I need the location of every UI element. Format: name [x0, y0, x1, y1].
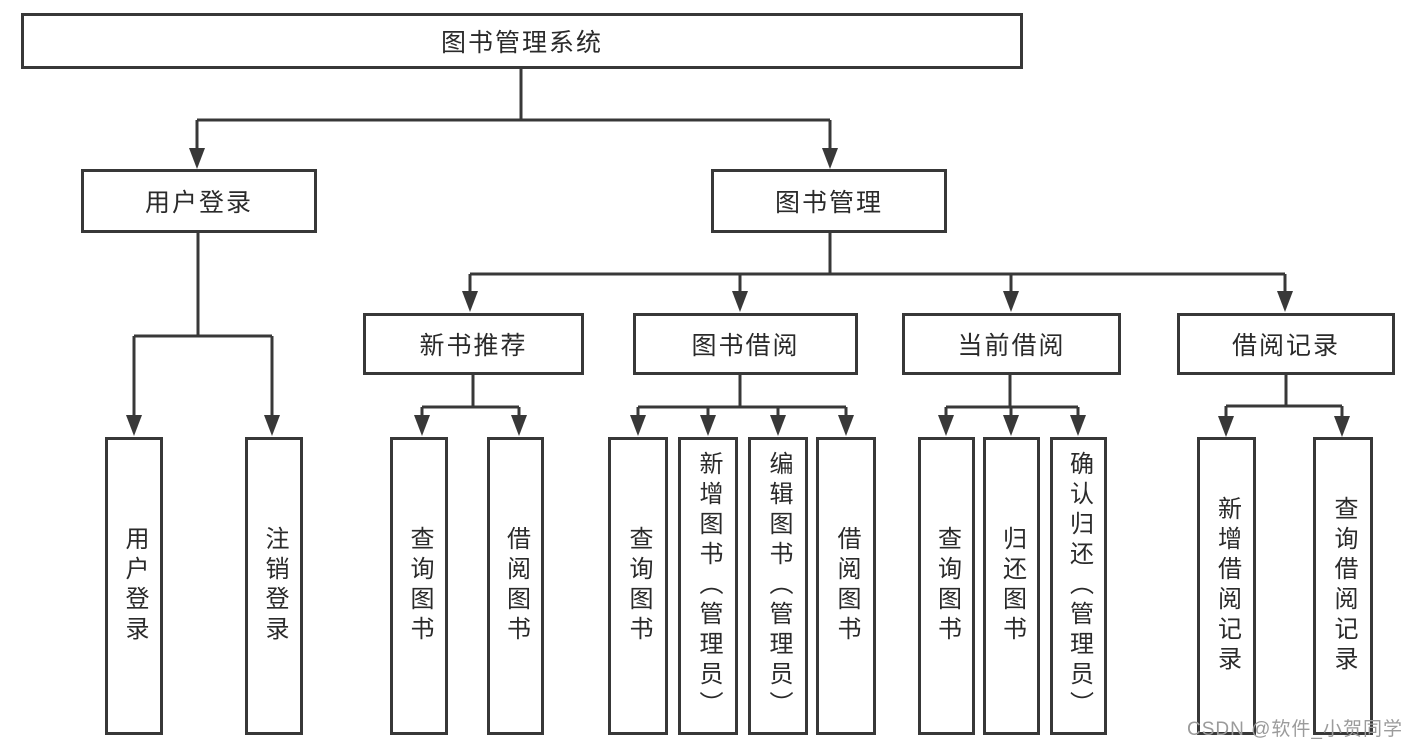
node-user-login-leaf: 用户登录	[105, 437, 163, 735]
node-query-books-borrow: 查询图书	[608, 437, 668, 735]
node-borrow-books-recommend: 借阅图书	[487, 437, 544, 735]
node-borrow-records: 借阅记录	[1177, 313, 1395, 375]
node-current-borrow: 当前借阅	[902, 313, 1121, 375]
node-library-system: 图书管理系统	[21, 13, 1023, 69]
node-query-borrow-record: 查询借阅记录	[1313, 437, 1373, 735]
node-book-borrow: 图书借阅	[633, 313, 858, 375]
csdn-watermark: CSDN @软件_小贺同学	[1187, 719, 1403, 740]
node-book-management: 图书管理	[711, 169, 947, 233]
node-logout-leaf: 注销登录	[245, 437, 303, 735]
node-edit-book-admin: 编辑图书（管理员）	[748, 437, 808, 735]
node-query-books-recommend: 查询图书	[390, 437, 448, 735]
node-user-login: 用户登录	[81, 169, 317, 233]
node-confirm-return-admin: 确认归还（管理员）	[1050, 437, 1107, 735]
node-query-books-current: 查询图书	[918, 437, 975, 735]
node-new-book-recommend: 新书推荐	[363, 313, 584, 375]
node-add-borrow-record: 新增借阅记录	[1197, 437, 1256, 735]
node-return-book: 归还图书	[983, 437, 1040, 735]
node-add-book-admin: 新增图书（管理员）	[678, 437, 738, 735]
node-borrow-books-leaf: 借阅图书	[816, 437, 876, 735]
